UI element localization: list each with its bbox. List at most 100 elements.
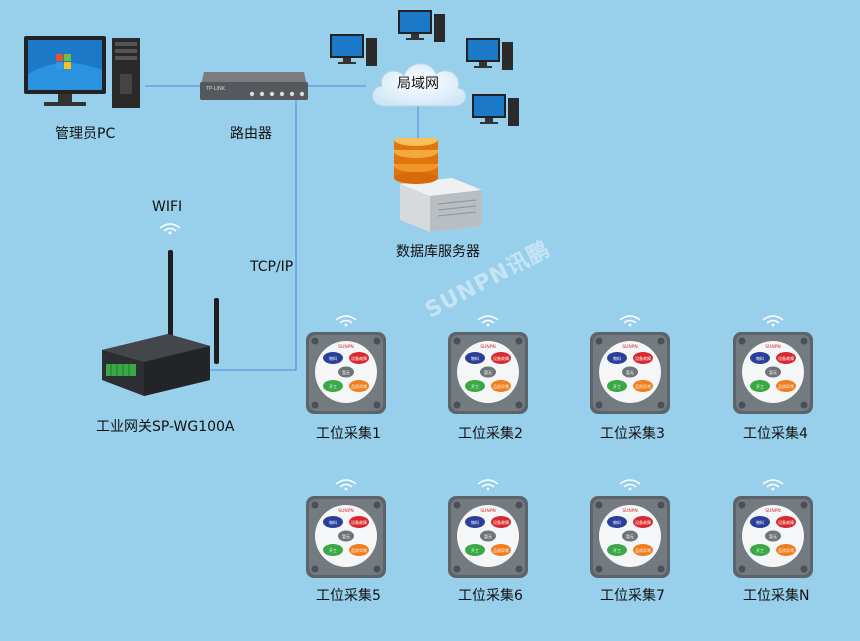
terminal-logo: SUNPN — [480, 508, 496, 514]
svg-text:物料: 物料 — [329, 519, 337, 525]
terminal-button-fault — [349, 516, 369, 528]
terminal-button-start — [323, 544, 343, 556]
terminal-logo: SUNPN — [765, 508, 781, 514]
terminal-button-start — [750, 380, 770, 392]
svg-text:暂无: 暂无 — [342, 533, 350, 539]
router: TP-LINK — [198, 70, 310, 106]
svg-text:设备故障: 设备故障 — [351, 355, 367, 361]
station-label: 工位采集1 — [316, 426, 381, 442]
industrial-gateway — [98, 248, 234, 402]
router-gateway-link — [208, 95, 297, 371]
wifi-icon — [762, 315, 784, 327]
svg-text:开工: 开工 — [471, 384, 479, 389]
station-label: 工位采集6 — [458, 588, 523, 604]
desktop-computer-icon — [398, 10, 445, 42]
svg-text:品质异常: 品质异常 — [351, 383, 367, 389]
lan-client-pc — [398, 10, 446, 54]
station-label: 工位采集4 — [743, 426, 808, 442]
terminal-button-quality — [633, 544, 653, 556]
terminal-button-fault — [491, 352, 511, 364]
terminal-button-start — [607, 544, 627, 556]
svg-text:设备故障: 设备故障 — [493, 519, 509, 525]
terminal-button-none — [480, 530, 496, 542]
station-label: 工位采集7 — [600, 588, 665, 604]
db-server-label: 数据库服务器 — [396, 244, 480, 260]
desktop-computer-icon — [330, 34, 377, 66]
terminal-button-fault — [633, 516, 653, 528]
terminal-icon: SUNPN物料设备故障暂无开工品质异常 — [733, 479, 813, 578]
terminal-button-start — [323, 380, 343, 392]
terminal-button-quality — [349, 544, 369, 556]
database-server-icon — [394, 134, 482, 232]
terminal-button-none — [765, 530, 781, 542]
wifi-icon — [477, 315, 499, 327]
wifi-icon — [335, 479, 357, 491]
svg-text:品质异常: 品质异常 — [351, 547, 367, 553]
wifi-icon — [477, 479, 499, 491]
terminal-icon: SUNPN物料设备故障暂无开工品质异常 — [590, 315, 670, 414]
svg-text:暂无: 暂无 — [342, 369, 350, 375]
lan-label: 局域网 — [397, 76, 439, 92]
terminal-button-quality — [491, 544, 511, 556]
tcpip-label: TCP/IP — [250, 259, 294, 275]
terminal-button-start — [607, 380, 627, 392]
terminal-button-material — [607, 516, 627, 528]
svg-text:设备故障: 设备故障 — [493, 355, 509, 361]
svg-text:物料: 物料 — [613, 519, 621, 525]
desktop-computer-icon — [24, 36, 140, 108]
terminal-logo: SUNPN — [480, 344, 496, 350]
terminal-button-none — [480, 366, 496, 378]
svg-text:开工: 开工 — [756, 384, 764, 389]
svg-text:物料: 物料 — [471, 355, 479, 361]
terminal-button-none — [338, 530, 354, 542]
terminal-button-none — [338, 366, 354, 378]
station-label: 工位采集5 — [316, 588, 381, 604]
terminal-logo: SUNPN — [338, 344, 354, 350]
terminal-icon: SUNPN物料设备故障暂无开工品质异常 — [306, 479, 386, 578]
terminal-logo: SUNPN — [338, 508, 354, 514]
wifi-icon — [619, 479, 641, 491]
terminal-button-material — [465, 516, 485, 528]
terminal-button-quality — [491, 380, 511, 392]
svg-text:物料: 物料 — [329, 355, 337, 361]
svg-text:开工: 开工 — [329, 384, 337, 389]
terminal-button-fault — [776, 516, 796, 528]
terminal-logo: SUNPN — [622, 344, 638, 350]
terminal-icon: SUNPN物料设备故障暂无开工品质异常 — [590, 479, 670, 578]
terminal-button-material — [323, 352, 343, 364]
svg-text:开工: 开工 — [613, 548, 621, 553]
terminal-button-start — [465, 544, 485, 556]
lan-client-pc — [466, 38, 514, 82]
station-label: 工位采集N — [743, 588, 810, 604]
svg-text:品质异常: 品质异常 — [635, 383, 651, 389]
svg-text:物料: 物料 — [756, 519, 764, 525]
svg-text:物料: 物料 — [613, 355, 621, 361]
svg-text:暂无: 暂无 — [484, 369, 492, 375]
cloud-icon — [372, 63, 467, 107]
terminal-button-none — [765, 366, 781, 378]
svg-text:品质异常: 品质异常 — [778, 383, 794, 389]
svg-text:设备故障: 设备故障 — [351, 519, 367, 525]
svg-text:设备故障: 设备故障 — [778, 355, 794, 361]
svg-text:暂无: 暂无 — [626, 533, 634, 539]
terminal-button-none — [622, 366, 638, 378]
router-brand: TP-LINK — [205, 86, 226, 92]
terminal-button-start — [750, 544, 770, 556]
terminal-icon: SUNPN物料设备故障暂无开工品质异常 — [448, 479, 528, 578]
lan-cloud — [366, 54, 470, 118]
svg-text:暂无: 暂无 — [769, 533, 777, 539]
database-server — [390, 134, 490, 238]
admin-pc — [20, 34, 148, 118]
lan-client-pc — [330, 34, 378, 78]
terminal-button-material — [607, 352, 627, 364]
svg-text:暂无: 暂无 — [626, 369, 634, 375]
gateway-label: 工业网关SP-WG100A — [96, 419, 235, 435]
svg-text:开工: 开工 — [613, 384, 621, 389]
svg-text:品质异常: 品质异常 — [493, 547, 509, 553]
svg-text:物料: 物料 — [471, 519, 479, 525]
